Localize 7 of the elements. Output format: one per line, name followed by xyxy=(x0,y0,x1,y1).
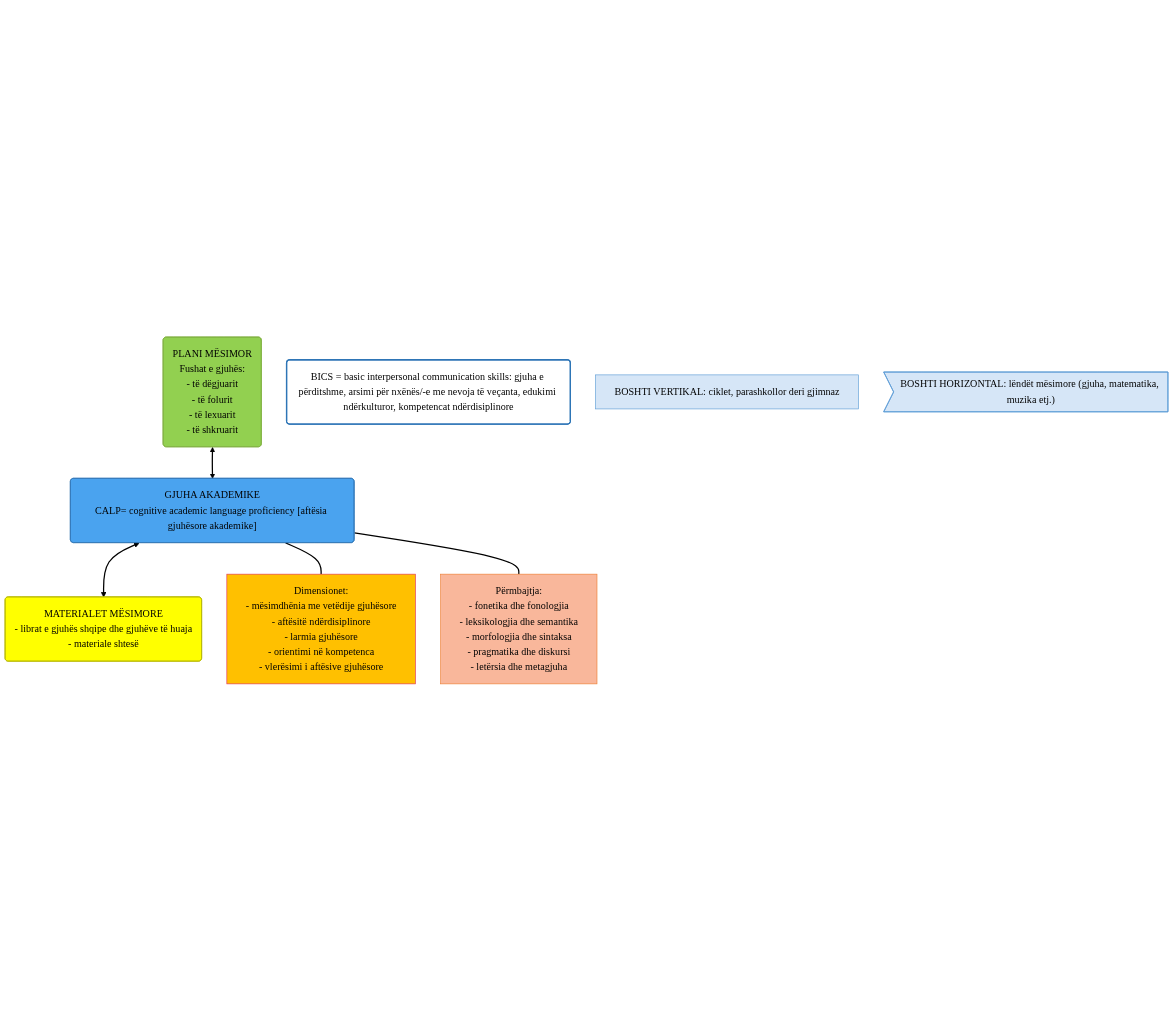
arrow xyxy=(100,542,140,598)
arrow xyxy=(209,447,216,479)
node-box: BOSHTI VERTIKAL: ciklet, parashkollor deri gjimnaz xyxy=(595,374,859,410)
node-box: Dimensionet: - mësimdhënia me vetëdije gjuhësore - aftësitë ndërdisiplinore - larmia gjuhësore - orientimi në kompetenca - vlerësimi i aftësive gjuhësore xyxy=(226,573,416,685)
connector xyxy=(353,532,520,575)
connector xyxy=(285,542,322,575)
node-box: Përmbajtja: - fonetika dhe fonologjia - leksikologjia dhe semantika - morfologjia dhe sintaksa - pragmatika dhe diskursi - letërsia dhe metagjuha xyxy=(440,573,598,685)
